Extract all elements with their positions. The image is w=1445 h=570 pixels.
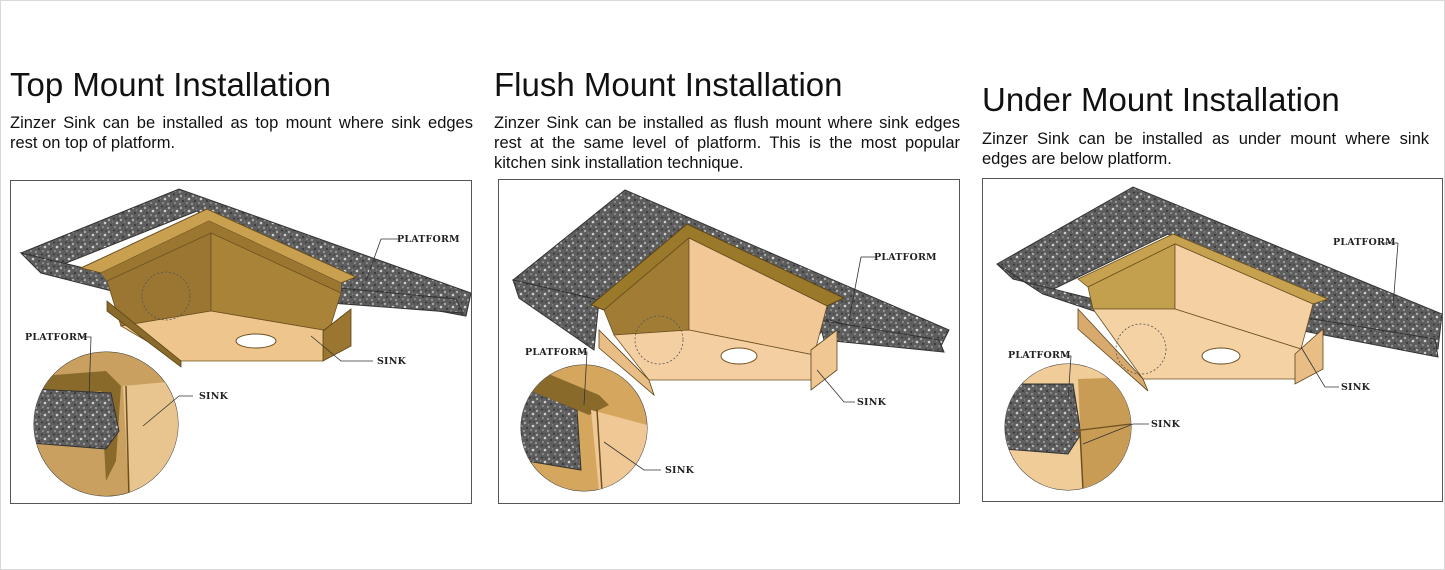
under-mount-diagram: PLATFORM SINK PLATFORM SINK — [982, 178, 1443, 502]
label-platform-detail: PLATFORM — [1008, 350, 1071, 361]
section-title: Flush Mount Installation — [494, 66, 843, 103]
label-platform-top: PLATFORM — [1333, 237, 1396, 248]
label-sink-detail: SINK — [1151, 419, 1181, 430]
label-sink-main: SINK — [377, 356, 407, 367]
label-sink-main: SINK — [857, 397, 887, 408]
section-top-mount: Top Mount Installation Zinzer Sink can b… — [10, 66, 473, 153]
label-sink-detail: SINK — [665, 465, 695, 476]
label-platform-detail: PLATFORM — [25, 332, 88, 343]
label-platform-top: PLATFORM — [874, 252, 937, 263]
label-sink-main: SINK — [1341, 382, 1371, 393]
section-description: Zinzer Sink can be installed as flush mo… — [494, 114, 960, 172]
flush-mount-diagram: PLATFORM SINK PLATFORM SINK — [498, 179, 960, 504]
section-flush-mount: Flush Mount Installation Zinzer Sink can… — [494, 66, 960, 173]
top-mount-diagram: PLATFORM SINK PLATFORM SINK — [10, 180, 472, 504]
label-sink-detail: SINK — [199, 391, 229, 402]
section-under-mount: Under Mount Installation Zinzer Sink can… — [982, 81, 1429, 169]
section-title: Top Mount Installation — [10, 66, 332, 103]
section-description: Zinzer Sink can be installed as under mo… — [982, 130, 1429, 168]
label-platform-detail: PLATFORM — [525, 347, 588, 358]
label-platform-top: PLATFORM — [397, 234, 460, 245]
section-title: Under Mount Installation — [982, 81, 1340, 118]
section-description: Zinzer Sink can be installed as top moun… — [10, 114, 473, 152]
